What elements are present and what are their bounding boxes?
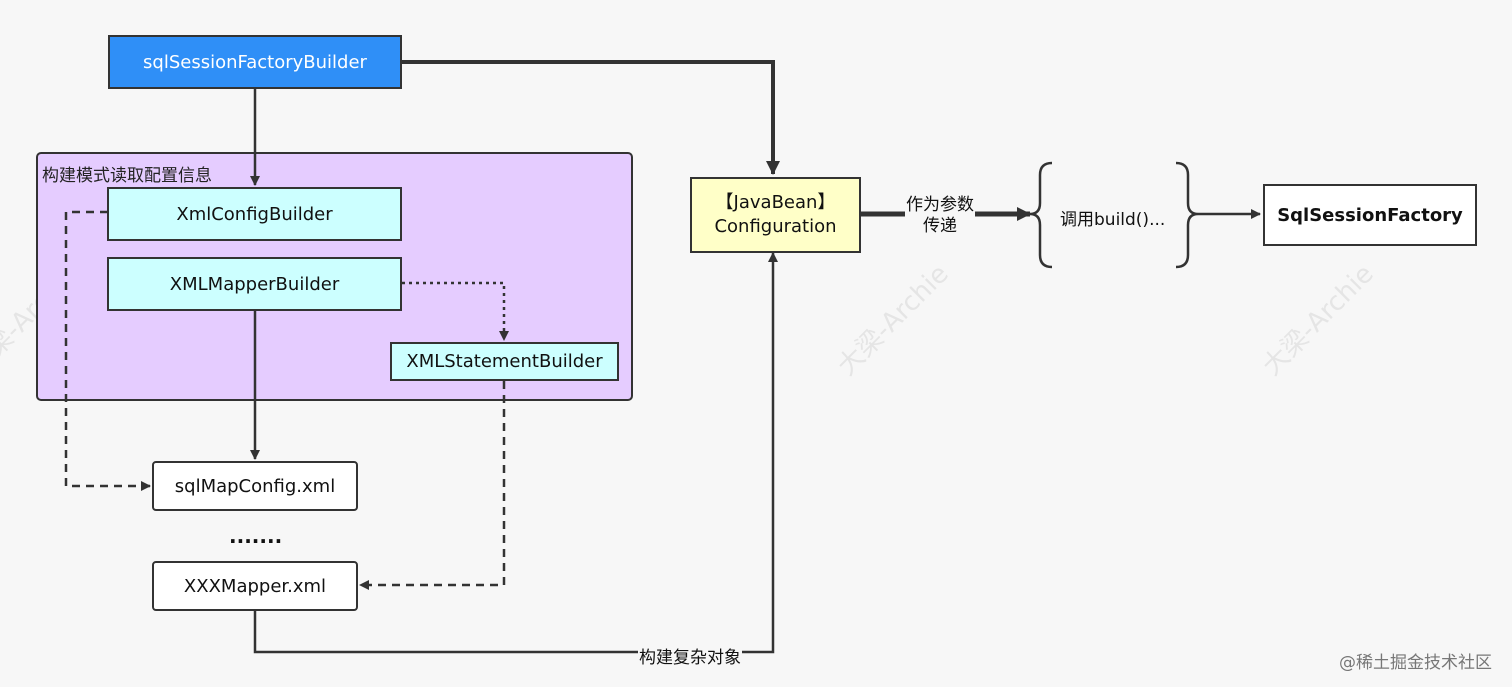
edge-label-pass-param: 作为参数 传递 <box>905 195 975 237</box>
edge-label-pass-param-line2: 传递 <box>923 216 957 236</box>
edge-statement-to-xxxmapper <box>359 381 506 590</box>
edge-builder-to-configuration <box>402 60 780 175</box>
sqlsessionfactorybuilder-node: sqlSessionFactoryBuilder <box>108 35 402 89</box>
right-brace <box>1175 161 1199 269</box>
configuration-label-line1: 【JavaBean】 <box>715 192 836 213</box>
edge-xmlconfig-to-sqlmapconfig <box>64 210 151 491</box>
ellipsis-text: ....... <box>229 524 283 548</box>
xxxmapper-node: XXXMapper.xml <box>152 561 358 611</box>
call-build-text: 调用build()... <box>1060 210 1166 230</box>
sqlsessionfactory-node: SqlSessionFactory <box>1263 184 1477 246</box>
edge-xxxmapper-to-configuration <box>253 252 778 654</box>
xmlconfigbuilder-node: XmlConfigBuilder <box>107 187 402 241</box>
edge-mapper-to-statement <box>402 281 509 341</box>
credit-text: @稀土掘金技术社区 <box>1339 653 1492 673</box>
xmlstatementbuilder-node: XMLStatementBuilder <box>390 342 619 381</box>
configuration-label-line2: Configuration <box>714 216 837 237</box>
edge-label-pass-param-line1: 作为参数 <box>906 195 974 215</box>
builder-group-label: 构建模式读取配置信息 <box>42 166 212 186</box>
xmlmapperbuilder-node: XMLMapperBuilder <box>107 257 402 311</box>
left-brace <box>1029 161 1053 269</box>
edge-label-build-complex: 构建复杂对象 <box>638 643 742 668</box>
configuration-node: 【JavaBean】 Configuration <box>690 177 861 253</box>
sqlmapconfig-node: sqlMapConfig.xml <box>152 461 358 511</box>
